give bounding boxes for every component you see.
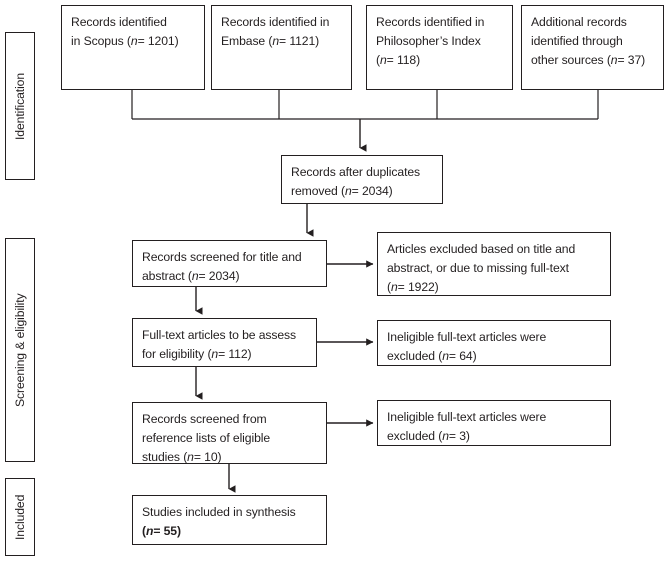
- box-line-2: reference lists of eligible: [142, 430, 271, 445]
- box-line-2: in Scopus (n= 1201): [71, 33, 179, 48]
- box-line-3: other sources (n= 37): [531, 52, 646, 67]
- box-line-1: Additional records: [531, 15, 627, 29]
- box-line-2: Philosopher’s Index: [376, 33, 481, 48]
- box-records-philosophers-index: Records identified in Philosopher’s Inde…: [366, 5, 513, 90]
- box-studies-included-in-synthesis: Studies included in synthesis (n= 55): [132, 495, 327, 545]
- box-line-1: Records screened for title and: [142, 250, 302, 264]
- box-line-2: excluded (n= 3): [387, 428, 470, 443]
- stage-label-included: Included: [5, 478, 35, 556]
- box-ineligible-fulltext-excluded-64: Ineligible full-text articles were exclu…: [377, 320, 611, 366]
- box-records-other-sources: Additional records identified through ot…: [521, 5, 664, 90]
- box-line-2: identified through: [531, 33, 623, 48]
- stage-label-text: Screening & eligibility: [13, 293, 27, 407]
- box-line-1: Studies included in synthesis: [142, 505, 296, 519]
- box-records-screened-title-abstract: Records screened for title and abstract …: [132, 240, 327, 287]
- box-line-2: excluded (n= 64): [387, 348, 477, 363]
- box-line-1: Ineligible full-text articles were: [387, 410, 547, 424]
- box-ineligible-fulltext-excluded-3: Ineligible full-text articles were exclu…: [377, 400, 611, 446]
- box-line-1: Records identified in: [221, 15, 330, 29]
- box-line-1: Records identified: [71, 15, 167, 29]
- box-line-2: Embase (n= 1121): [221, 33, 320, 48]
- box-articles-excluded-title-abstract: Articles excluded based on title and abs…: [377, 232, 611, 296]
- box-line-3: (n= 118): [376, 52, 421, 67]
- box-line-1: Ineligible full-text articles were: [387, 330, 547, 344]
- stage-label-text: Included: [13, 494, 27, 540]
- stage-label-text: Identification: [13, 72, 27, 140]
- box-line-1: Records after duplicates: [291, 165, 421, 179]
- box-line-1: Articles excluded based on title and: [387, 242, 576, 256]
- box-line-1: Records screened from: [142, 412, 267, 426]
- box-line-3: studies (n= 10): [142, 449, 222, 464]
- box-line-2: (n= 55): [142, 523, 181, 538]
- box-line-1: Records identified in: [376, 15, 485, 29]
- box-line-2: abstract (n= 2034): [142, 268, 240, 283]
- box-records-embase: Records identified in Embase (n= 1121): [211, 5, 352, 90]
- box-line-3: (n= 1922): [387, 279, 439, 294]
- box-records-scopus: Records identified in Scopus (n= 1201): [61, 5, 205, 90]
- box-records-screened-reference-lists: Records screened from reference lists of…: [132, 402, 327, 464]
- box-line-2: abstract, or due to missing full-text: [387, 260, 569, 275]
- box-line-2: for eligibility (n= 112): [142, 346, 252, 361]
- box-fulltext-articles-assessed: Full-text articles to be assess for elig…: [132, 318, 317, 367]
- stage-label-screening-eligibility: Screening & eligibility: [5, 238, 35, 462]
- stage-label-identification: Identification: [5, 32, 35, 180]
- box-line-2: removed (n= 2034): [291, 183, 393, 198]
- box-duplicates-removed: Records after duplicates removed (n= 203…: [281, 155, 443, 204]
- box-line-1: Full-text articles to be assess: [142, 328, 297, 342]
